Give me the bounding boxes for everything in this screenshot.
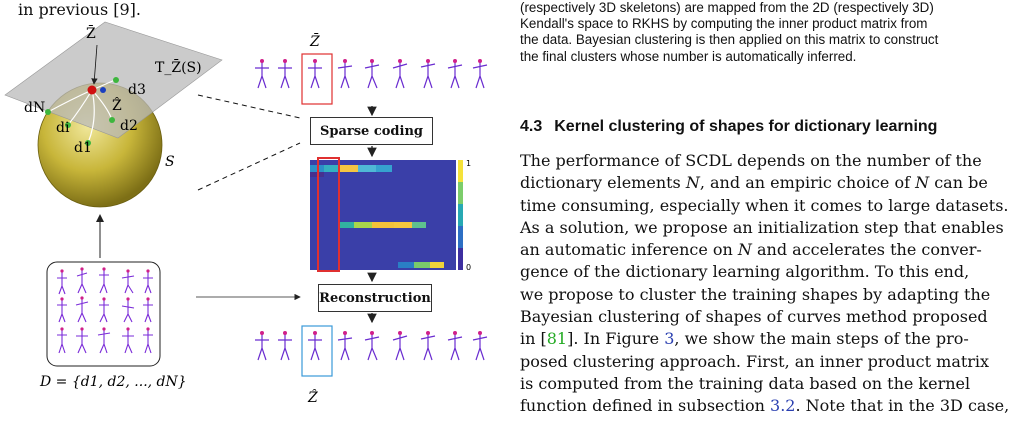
label-d3: d3: [128, 82, 146, 98]
label-di: di: [56, 120, 70, 136]
sparse-coding-block: Sparse coding: [310, 117, 433, 145]
label-dataset: D = {d1, d2, ..., dN}: [39, 374, 187, 390]
top-skeleton-joints: [260, 59, 482, 63]
figure-link[interactable]: 3: [664, 329, 675, 349]
figure-pipeline: Z̄ T_Z̄(S) d3 Ẑ̄ dN di d2 d1 S D = {d1, …: [4, 21, 488, 406]
atom-points: [45, 77, 119, 146]
label-manifold-S: S: [165, 154, 175, 170]
label-zhat-sphere: Ẑ̄: [112, 96, 122, 114]
dashed-link-bottom: [197, 142, 301, 191]
highlight-atom-top: [301, 53, 333, 105]
label-zbar-sphere: Z̄: [86, 24, 96, 42]
colorbar-max: 1: [466, 159, 471, 168]
figure-caption: (respectively 3D skeletons) are mapped f…: [520, 0, 939, 64]
bottom-skeleton-joints: [260, 331, 482, 335]
dataset-joints: [60, 267, 150, 331]
dashed-link-top: [197, 94, 301, 119]
highlight-atom-bottom: [301, 325, 333, 377]
reconstruction-block: Reconstruction: [318, 284, 432, 312]
colorbar: 1 0: [458, 159, 471, 272]
top-skeleton-sequence: [255, 62, 488, 89]
bottom-skeleton-sequence: [255, 334, 488, 361]
label-d1: d1: [74, 140, 92, 156]
coefficient-heatmap: [310, 157, 456, 272]
highlight-column: [317, 157, 340, 272]
subsection-link[interactable]: 3.2: [770, 396, 796, 416]
label-tangent-space: T_Z̄(S): [155, 58, 202, 76]
label-zhat-bottom: Ẑ̄: [307, 388, 318, 406]
preceding-text-fragment: in previous [9].: [18, 0, 142, 19]
label-zbar-top: Z̄: [309, 32, 320, 50]
label-d2: d2: [120, 118, 138, 134]
colorbar-min: 0: [466, 263, 471, 272]
dataset-skeletons: [57, 270, 153, 354]
citation-link[interactable]: 81: [546, 329, 568, 349]
label-dN: dN: [24, 100, 45, 116]
section-paragraph: The performance of SCDL depends on the n…: [520, 151, 1010, 416]
